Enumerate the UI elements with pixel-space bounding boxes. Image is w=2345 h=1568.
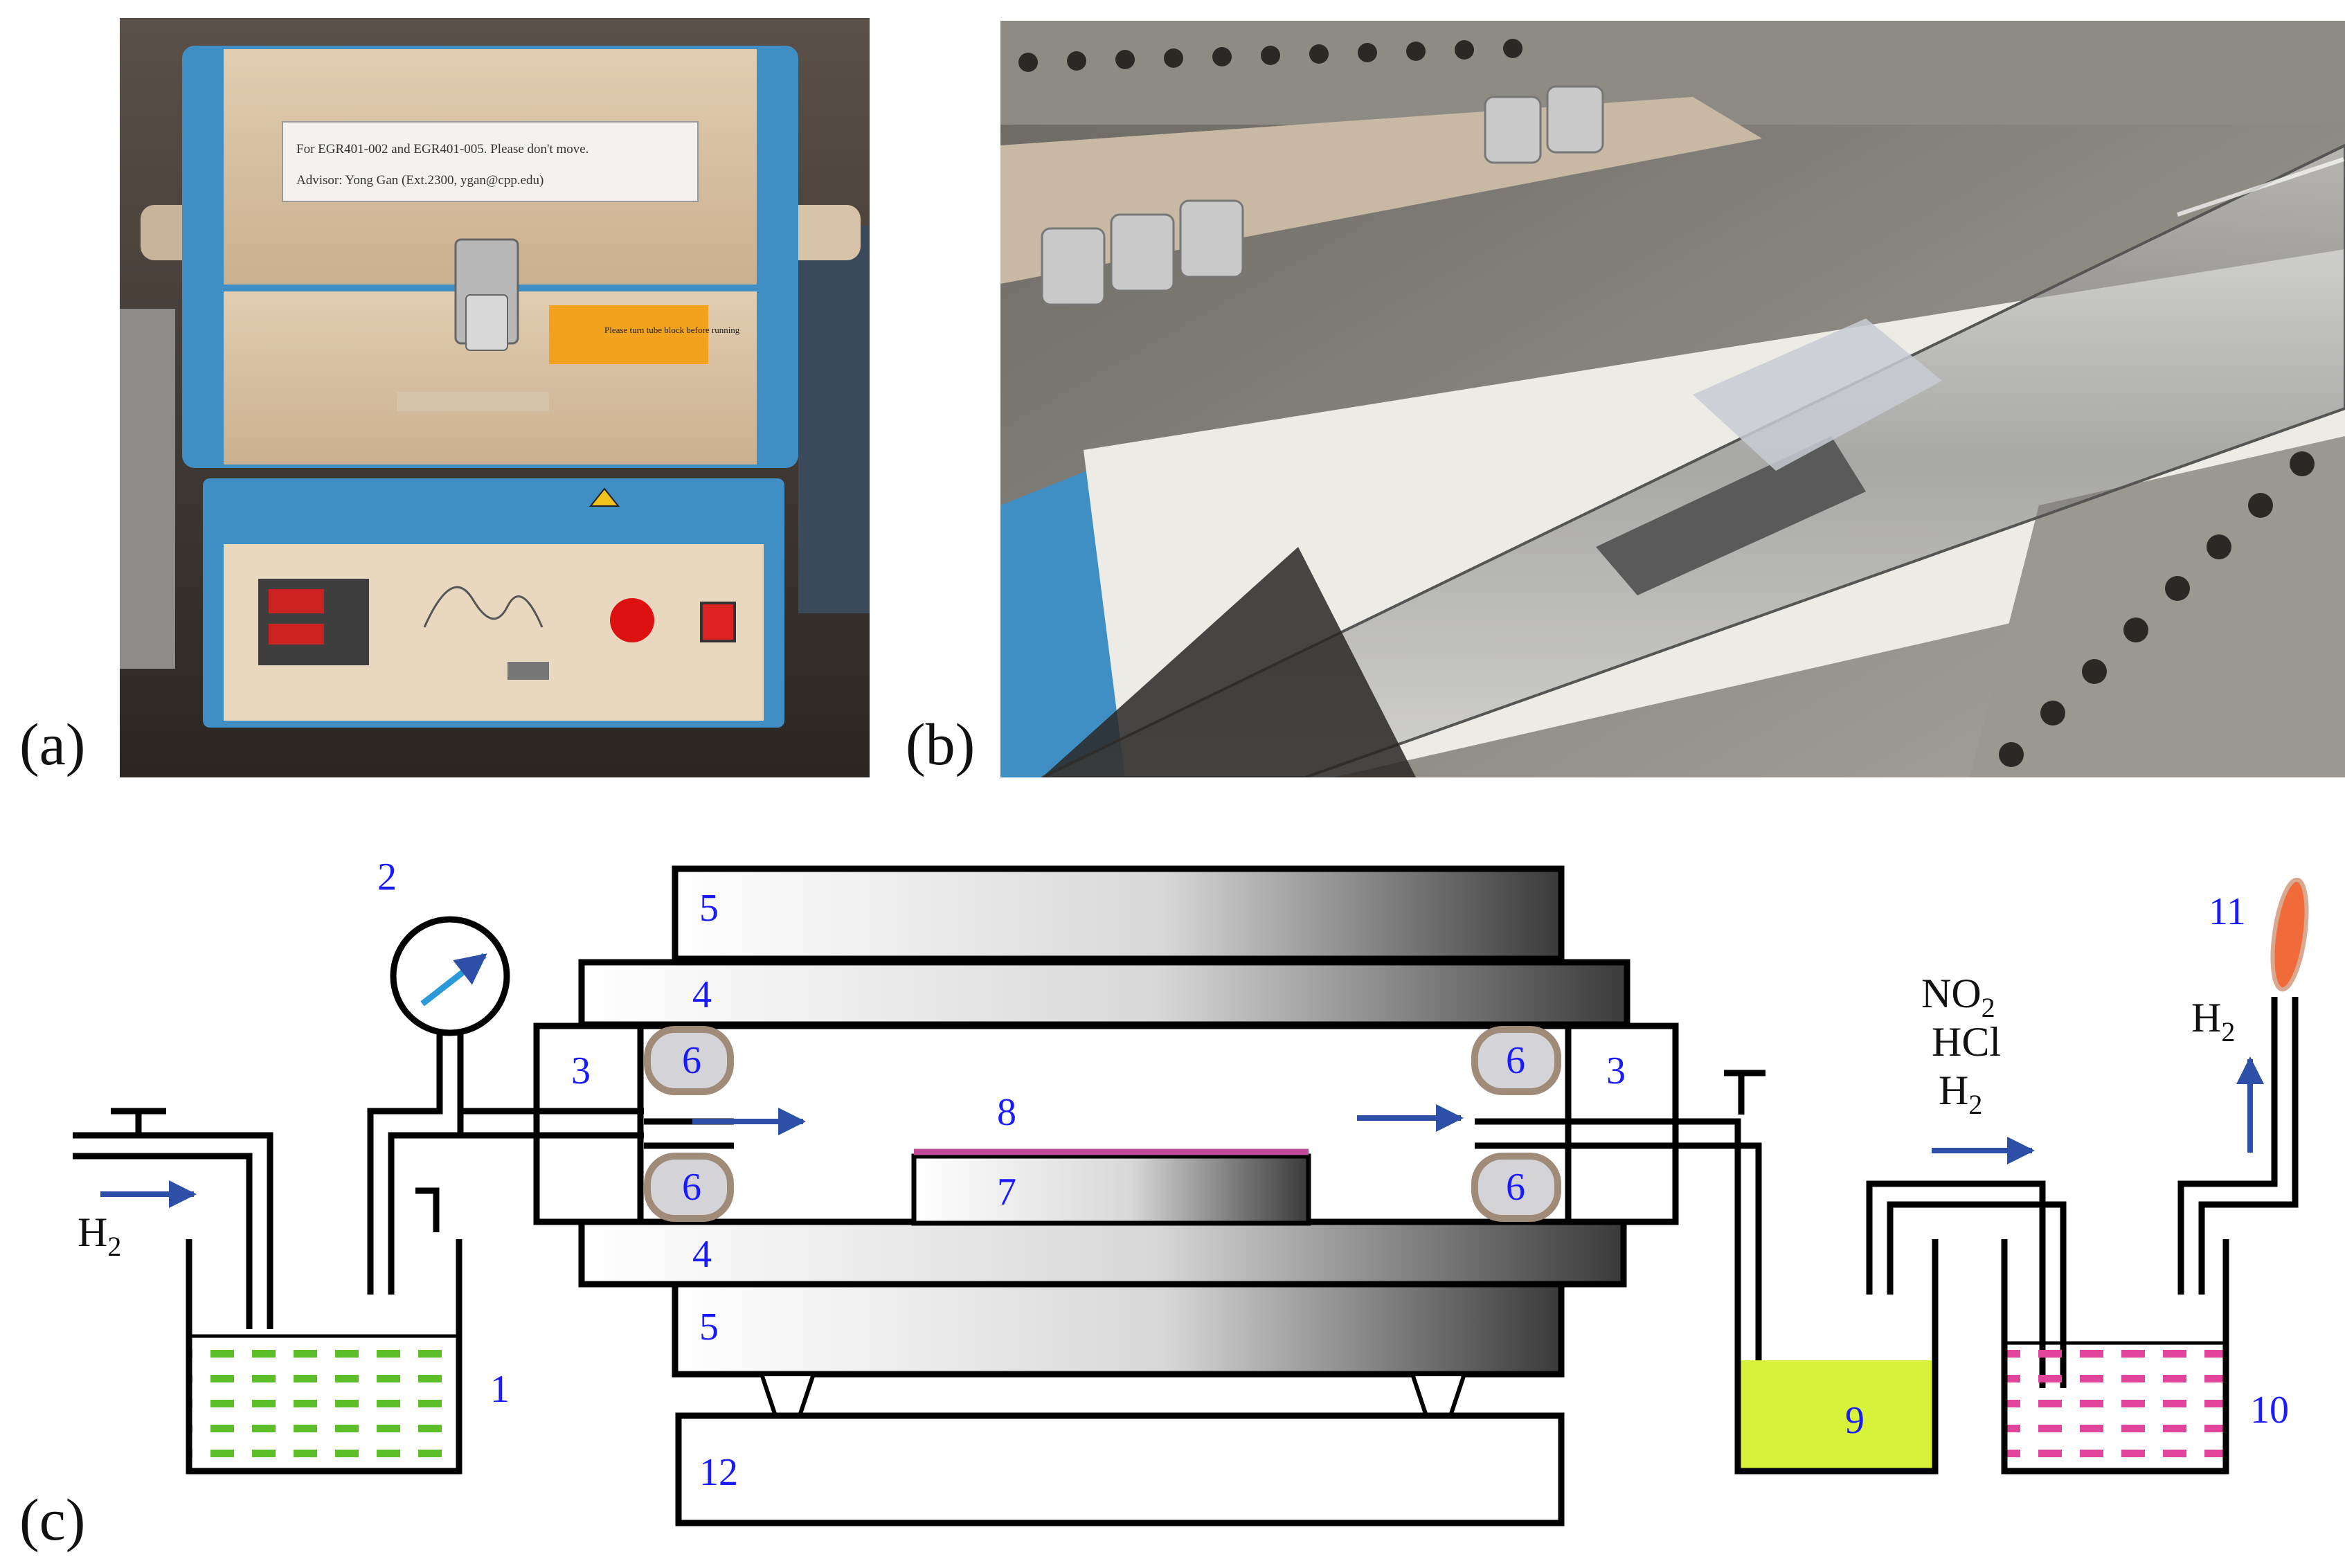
naoh-trap: [1734, 1239, 1939, 1475]
furnace-label-line2: Advisor: Yong Gan (Ext.2300, ygan@cpp.ed…: [296, 173, 543, 188]
gas-label-hcl: HCl: [1932, 1019, 2001, 1065]
label-insulation-4-bottom: 4: [692, 1233, 712, 1276]
power-button-icon: [610, 598, 654, 642]
label-seal-6-tr: 6: [1506, 1039, 1525, 1082]
power-switch-icon: [700, 602, 736, 642]
sample-boat: [1596, 436, 1866, 595]
label-flange-3-left: 3: [571, 1049, 591, 1092]
label-gauge-2: 2: [377, 856, 397, 899]
heater-bottom: [672, 1281, 1565, 1378]
furnace-label: [282, 121, 699, 202]
hydrogen-flame-icon: [2270, 877, 2309, 992]
label-seal-6-tl: 6: [682, 1039, 701, 1082]
label-holder-7: 7: [997, 1171, 1016, 1214]
label-bubbler-1: 1: [490, 1368, 510, 1411]
pressure-gauge-icon: [390, 916, 510, 1036]
gas-label-no2: NO2: [1921, 971, 1995, 1023]
photo-quartz-tube: [1000, 21, 2345, 777]
label-heater-5-bottom: 5: [699, 1306, 719, 1349]
sample-holder: [911, 1153, 1311, 1226]
gas-label-flame-h2: H2: [2191, 995, 2235, 1047]
warning-sticker-text: Please turn tube block before running: [604, 325, 740, 335]
water-bubbler: [186, 1239, 462, 1475]
label-seal-6-bl: 6: [682, 1166, 701, 1209]
insulation-bottom: [578, 1218, 1627, 1288]
furnace-illustration: For EGR401-002 and EGR401-005. Please do…: [120, 18, 870, 777]
photo-tube-furnace: For EGR401-002 and EGR401-005. Please do…: [120, 18, 870, 777]
panel-label-a: (a): [19, 711, 86, 777]
water-bubbler-liquid: [189, 1336, 459, 1471]
label-flange-3-right: 3: [1606, 1049, 1626, 1092]
indicator-trap: [2001, 1239, 2229, 1475]
label-heater-5-top: 5: [699, 887, 719, 930]
indicator-trap-liquid: [2004, 1343, 2226, 1471]
label-trap-10: 10: [2250, 1389, 2289, 1432]
label-insulation-4-top: 4: [692, 973, 712, 1016]
base-stand: [675, 1412, 1565, 1526]
sample-foil: [1693, 318, 1942, 471]
heater-top: [672, 865, 1565, 962]
gauge-needle: [420, 953, 487, 1007]
label-sample-8: 8: [997, 1091, 1016, 1134]
roller-icons: [1041, 85, 1604, 306]
label-base-12: 12: [699, 1451, 738, 1494]
label-trap-9: 9: [1845, 1399, 1865, 1442]
gas-label-h2: H2: [1939, 1067, 1982, 1120]
naoh-trap-liquid: [1738, 1360, 1935, 1471]
panel-label-c: (c): [19, 1486, 86, 1553]
reactor-schematic: 1 2 3 3 4 4 5 5 6 6 6 6 7 8 9 10 11 12 H…: [73, 856, 2309, 1526]
furnace-label-line1: For EGR401-002 and EGR401-005. Please do…: [296, 142, 589, 156]
heating-profile-icon: [423, 586, 543, 628]
insulation-top: [578, 959, 1630, 1028]
o-ring-seals: [644, 1026, 1561, 1222]
panel-label-b: (b): [906, 711, 976, 777]
warning-sticker: [549, 305, 708, 364]
tube-end-seal: [1042, 547, 1416, 777]
gas-label-inlet: H2: [78, 1209, 121, 1262]
label-seal-6-br: 6: [1506, 1166, 1525, 1209]
tube-illustration: [1000, 21, 2345, 777]
label-flame-11: 11: [2209, 890, 2246, 933]
flow-arrows: [100, 1056, 2264, 1208]
